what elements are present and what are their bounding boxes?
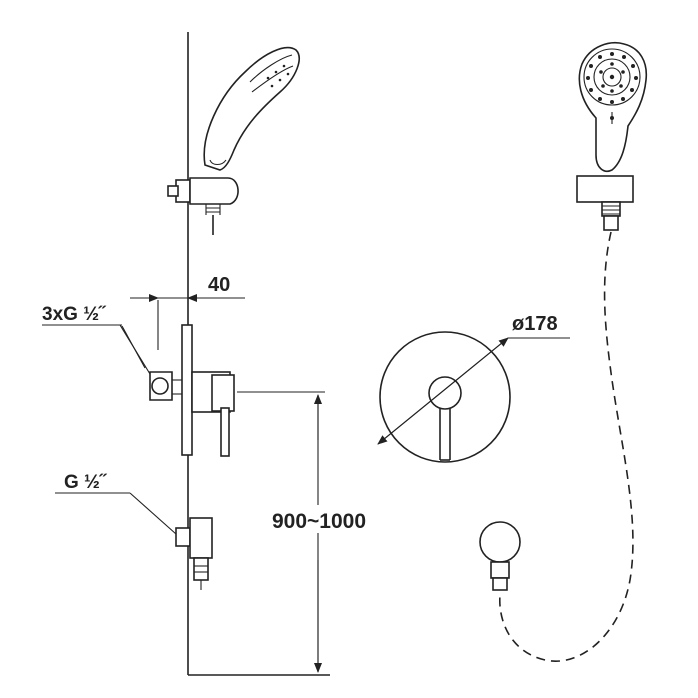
inlet-triple-label: 3xG ½˝ (42, 304, 107, 325)
width-dimension-label: 40 (208, 274, 230, 296)
width-dimension: 40 (130, 274, 245, 350)
mixer-front-icon (379, 331, 511, 463)
diameter-dimension: ø178 (377, 313, 570, 445)
wall-outlet-front-icon (479, 521, 521, 591)
height-range-label: 900~1000 (272, 510, 366, 533)
hand-shower-front-icon (578, 42, 648, 172)
wall-bracket-front-icon (576, 175, 634, 231)
hand-shower-side-icon (203, 46, 300, 171)
wall-bracket-upper-icon (167, 177, 239, 235)
mixer-side-icon (149, 324, 235, 457)
wall-outlet-side-icon (175, 517, 213, 590)
inlet-single-callout: G ½˝ (55, 472, 177, 535)
inlet-triple-callout: 3xG ½˝ (42, 304, 151, 375)
diameter-label: ø178 (512, 313, 558, 335)
shower-hose-icon (499, 231, 634, 662)
height-dimension: 900~1000 (237, 391, 385, 673)
inlet-single-label: G ½˝ (64, 472, 108, 493)
